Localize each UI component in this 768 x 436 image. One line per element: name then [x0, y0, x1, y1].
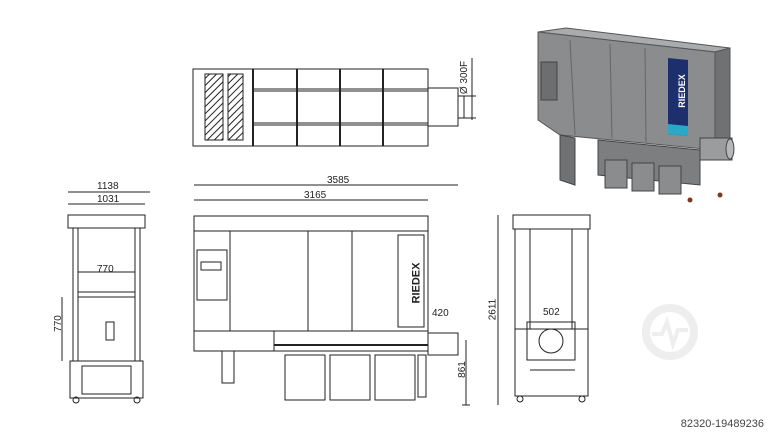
dim-outlet-width: 502 — [543, 307, 560, 318]
dim-outlet-depth: 420 — [432, 308, 449, 319]
dim-body-length: 3165 — [304, 190, 327, 201]
dim-door-width: 770 — [97, 264, 114, 275]
dim-body-width: 1031 — [97, 194, 120, 205]
dim-overall-width: 1138 — [97, 181, 119, 192]
image-id-label: 82320-19489236 — [680, 418, 764, 430]
dim-overall-length: 3585 — [327, 175, 350, 186]
